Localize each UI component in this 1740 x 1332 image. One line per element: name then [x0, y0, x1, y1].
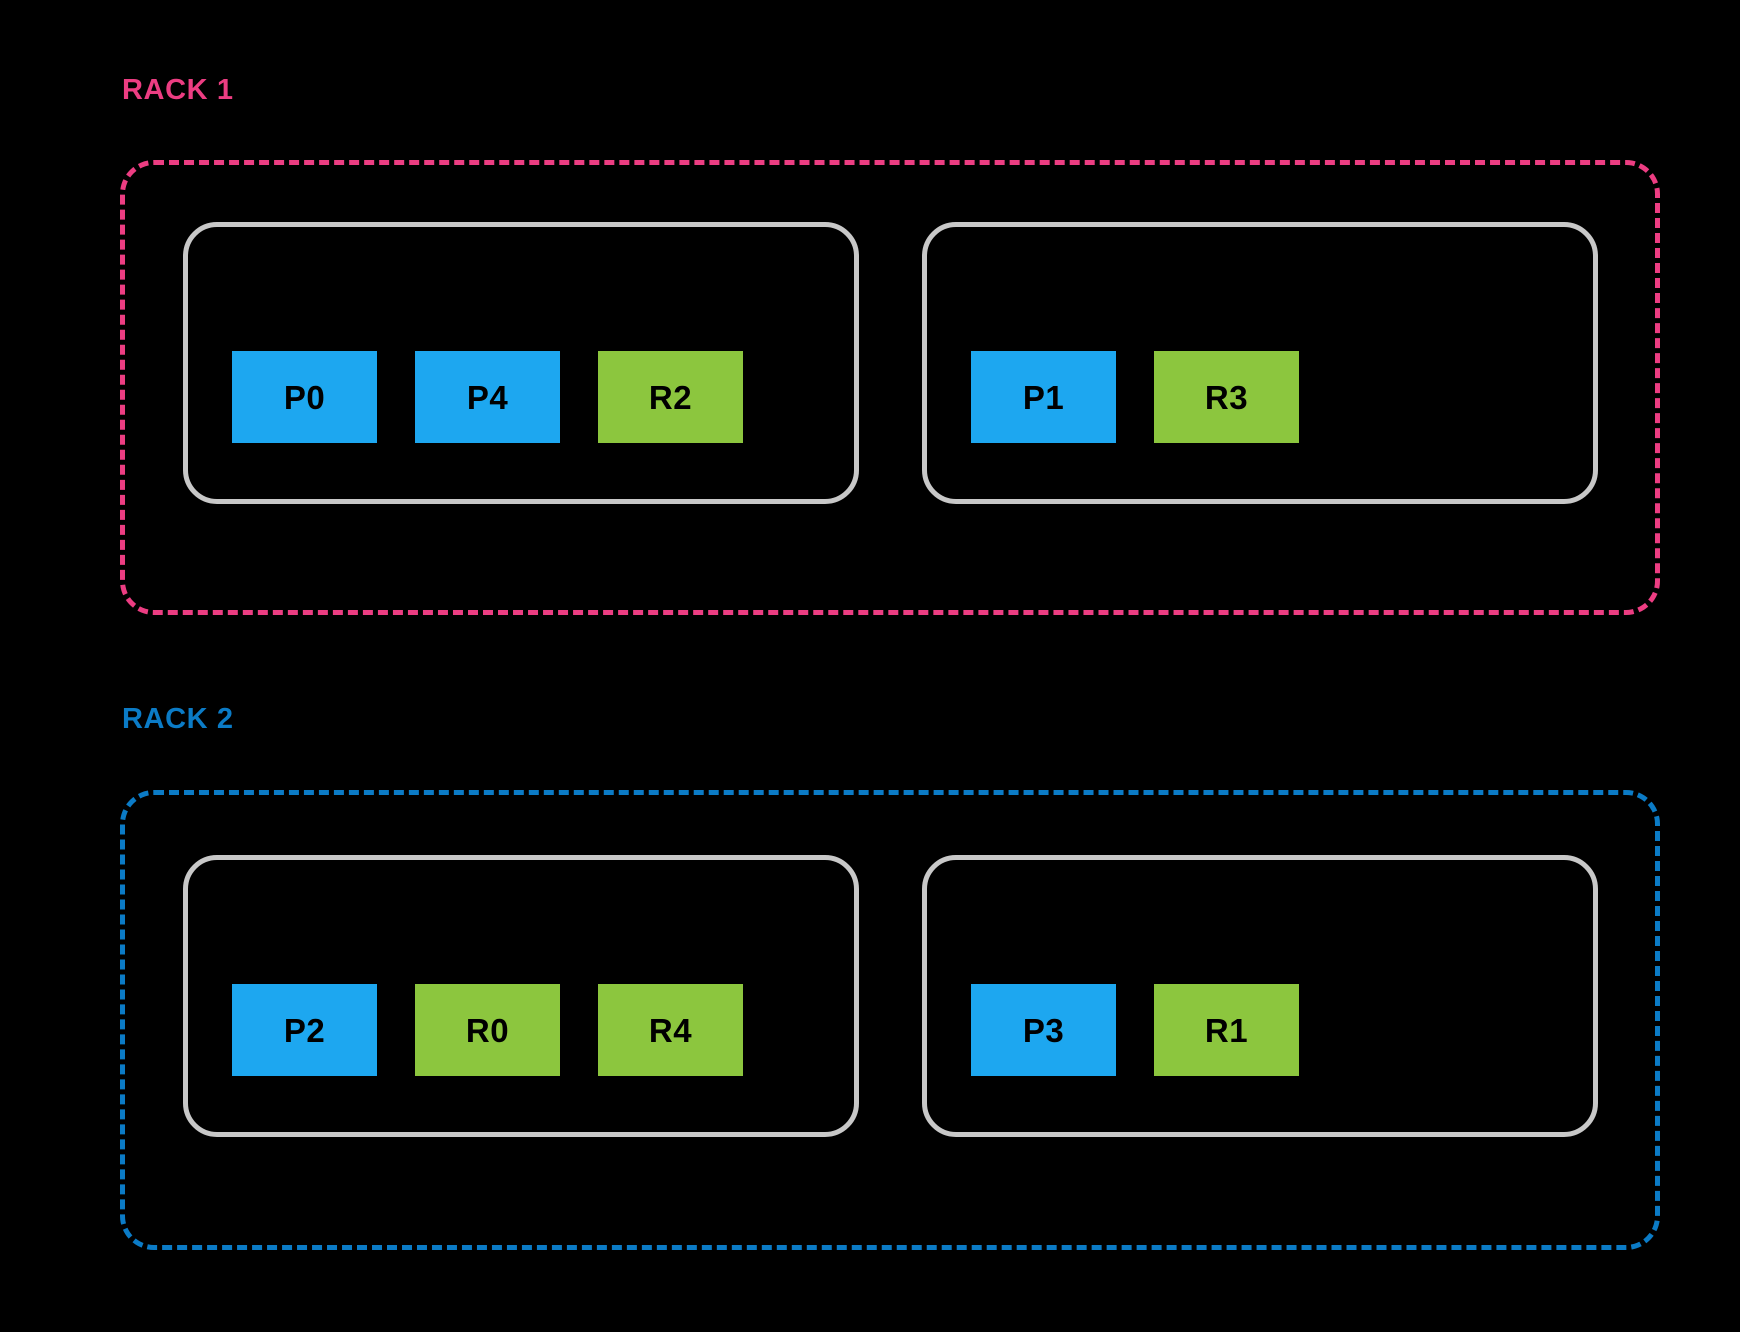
node-2-2-shards: P3 R1: [927, 860, 1593, 1132]
node-2-1-shards: P2 R0 R4: [188, 860, 854, 1132]
shard-p0-label: P0: [283, 378, 326, 416]
shard-r0[interactable]: R0: [415, 984, 560, 1076]
shard-r2-label: R2: [648, 378, 693, 416]
node-1-2[interactable]: P1 R3: [922, 222, 1598, 504]
shard-r0-label: R0: [465, 1011, 510, 1049]
rack-2-label: RACK 2: [122, 703, 234, 735]
node-1-2-shards: P1 R3: [927, 227, 1593, 499]
rack-group-2: RACK 2 P2 R0 R4 P3: [0, 615, 1740, 1265]
shard-p2[interactable]: P2: [232, 984, 377, 1076]
rack-1-boundary: [120, 160, 1660, 615]
shard-p4[interactable]: P4: [415, 351, 560, 443]
shard-r1-label: R1: [1204, 1011, 1249, 1049]
node-1-1[interactable]: P0 P4 R2: [183, 222, 859, 504]
node-2-2[interactable]: P3 R1: [922, 855, 1598, 1137]
shard-r3[interactable]: R3: [1154, 351, 1299, 443]
shard-r1[interactable]: R1: [1154, 984, 1299, 1076]
shard-p3[interactable]: P3: [971, 984, 1116, 1076]
shard-p1[interactable]: P1: [971, 351, 1116, 443]
rack-2-boundary: [120, 790, 1660, 1250]
rack-1-label: RACK 1: [122, 74, 234, 106]
shard-r4[interactable]: R4: [598, 984, 743, 1076]
shard-r4-label: R4: [648, 1011, 693, 1049]
shard-p3-label: P3: [1022, 1011, 1065, 1049]
shard-p2-label: P2: [283, 1011, 326, 1049]
rack-group-1: RACK 1 P0 P4 R2 P1: [0, 0, 1740, 620]
shard-r3-label: R3: [1204, 378, 1249, 416]
shard-p4-label: P4: [466, 378, 509, 416]
node-1-1-shards: P0 P4 R2: [188, 227, 854, 499]
shard-p1-label: P1: [1022, 378, 1065, 416]
shard-r2[interactable]: R2: [598, 351, 743, 443]
node-2-1[interactable]: P2 R0 R4: [183, 855, 859, 1137]
shard-p0[interactable]: P0: [232, 351, 377, 443]
